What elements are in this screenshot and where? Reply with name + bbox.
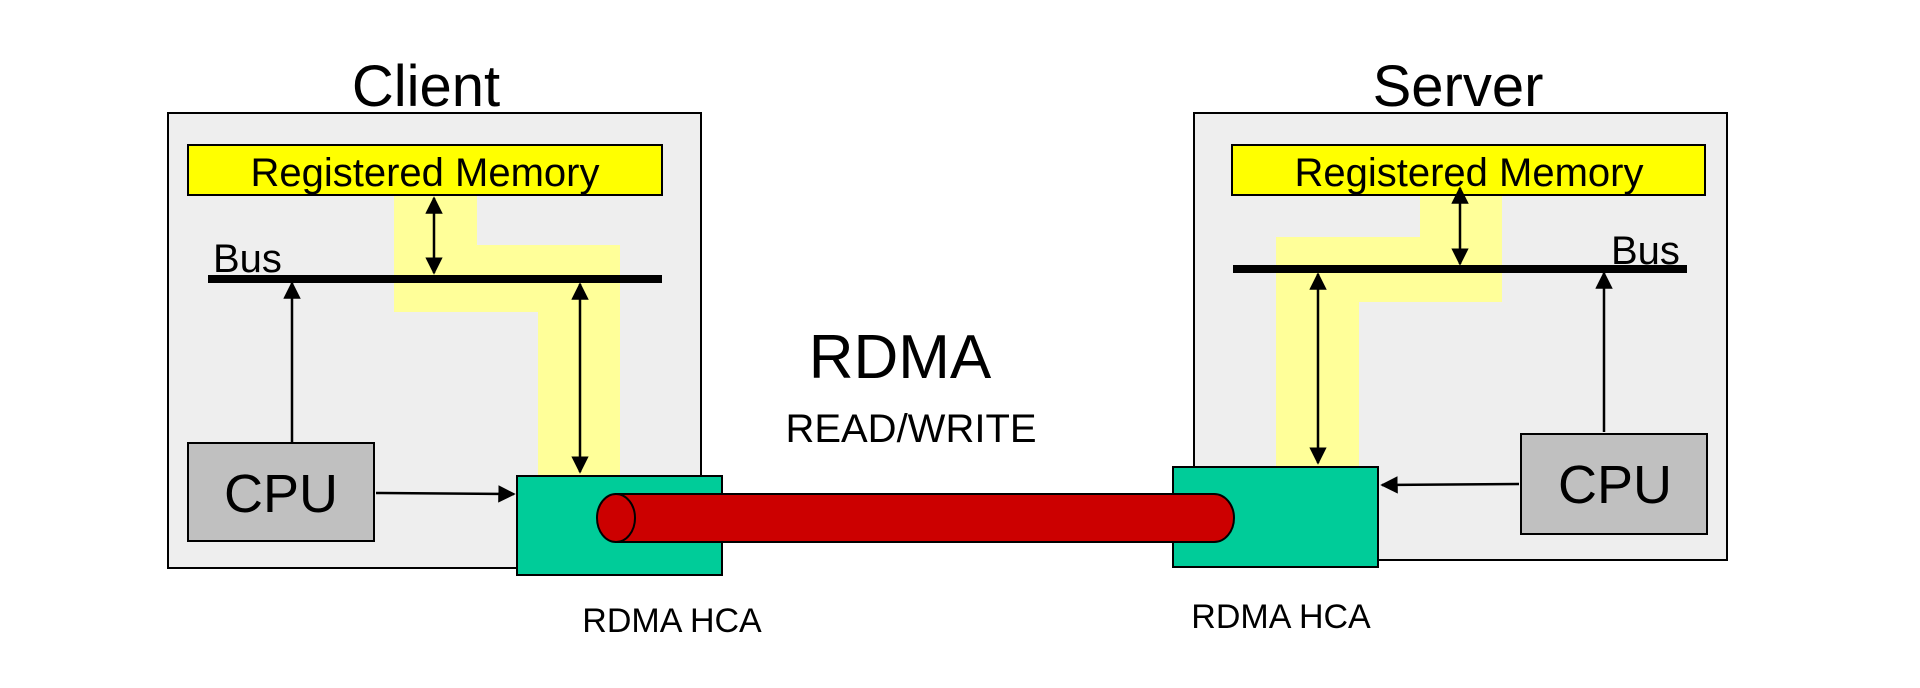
rdma-subtitle: READ/WRITE — [785, 407, 1036, 451]
client-cpu-label: CPU — [224, 464, 338, 524]
rdma-pipe — [596, 493, 1235, 543]
server-bus-label: Bus — [1611, 229, 1680, 273]
server-cpu-label: CPU — [1558, 455, 1672, 515]
server-node: Server Registered Memory Bus CPU RDMA HC… — [1172, 54, 1728, 636]
client-bus-label: Bus — [213, 237, 282, 281]
rdma-title: RDMA — [809, 323, 992, 392]
server-memory-label: Registered Memory — [1294, 151, 1643, 195]
client-registered-memory — [187, 144, 663, 196]
client-cpu-hca-arrow — [375, 485, 516, 503]
client-cpu-box — [187, 442, 375, 542]
client-memory-label: Registered Memory — [250, 151, 599, 195]
client-node: Client Registered Memory Bus CPU RDMA HC… — [167, 54, 762, 640]
client-title: Client — [352, 54, 500, 119]
client-hca-label: RDMA HCA — [582, 602, 762, 640]
rdma-pipe-end-cap — [596, 493, 636, 543]
server-hca-label: RDMA HCA — [1191, 598, 1371, 636]
server-title: Server — [1373, 54, 1544, 119]
rdma-pipe-body — [615, 493, 1235, 543]
server-data-path-highlight — [1276, 196, 1502, 467]
server-cpu-box — [1520, 433, 1708, 535]
client-data-path-highlight — [394, 196, 620, 475]
server-cpu-hca-arrow — [1380, 476, 1520, 494]
